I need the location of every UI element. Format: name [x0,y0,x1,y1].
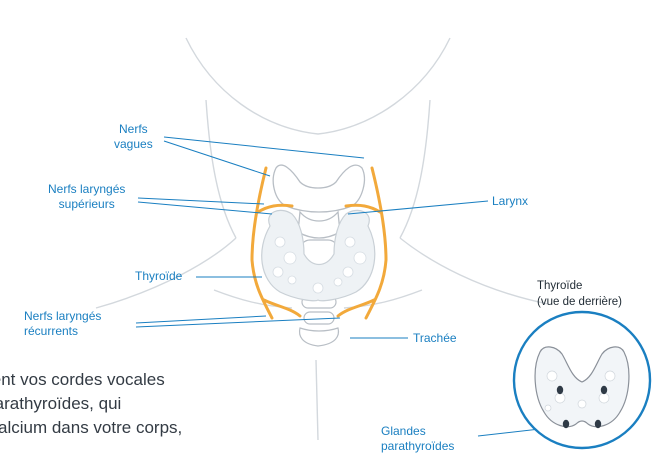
neck-right-outline [400,100,430,238]
label-larynx-text: Larynx [492,194,528,209]
leader-line-vagus-right [164,137,364,158]
label-parathyroid-glands: Glandes parathyroïdes [381,424,454,454]
label-superior-laryngeal-nerves: Nerfs laryngés supérieurs [48,182,125,212]
label-parathyroid-line2: parathyroïdes [381,439,454,454]
neck-left-outline [206,100,236,238]
label-recurrent-line1: Nerfs laryngés [24,309,101,324]
trachea-ring [300,328,339,346]
label-trachea-text: Trachée [413,331,457,346]
parathyroid-gland [563,420,569,428]
inset-title-line2: (vue de derrière) [537,294,622,310]
body-line-2: s parathyroïdes, qui [0,392,320,416]
label-vagus-line2: vagues [114,137,153,152]
label-vagus-nerves: Nerfs vagues [114,122,153,152]
inset-title-line1: Thyroïde [537,278,622,294]
label-parathyroid-line1: Glandes [381,424,454,439]
inset-circle [514,312,650,448]
parathyroid-gland [601,386,607,394]
cricoid-cartilage [298,212,340,238]
body-line-3: alcium dans votre corps, [0,416,320,440]
leader-line-superior-a [138,198,264,204]
shoulder-right-outline [400,238,548,304]
inset-title: Thyroïde (vue de derrière) [537,278,622,310]
parathyroid-gland [595,420,601,428]
jaw-outline [186,38,450,134]
body-paragraph: lent vos cordes vocales s parathyroïdes,… [0,368,320,459]
label-trachea: Trachée [413,331,457,346]
label-superior-line2: supérieurs [48,197,125,212]
label-thyroid-text: Thyroïde [135,269,182,284]
body-line-1: lent vos cordes vocales [0,368,320,392]
inset-rear-view [514,312,650,448]
parathyroid-gland [557,386,563,394]
label-recurrent-laryngeal-nerves: Nerfs laryngés récurrents [24,309,101,339]
label-recurrent-line2: récurrents [24,324,101,339]
label-superior-line1: Nerfs laryngés [48,182,125,197]
label-thyroid: Thyroïde [135,269,182,284]
label-larynx: Larynx [492,194,528,209]
label-vagus-line1: Nerfs [114,122,153,137]
